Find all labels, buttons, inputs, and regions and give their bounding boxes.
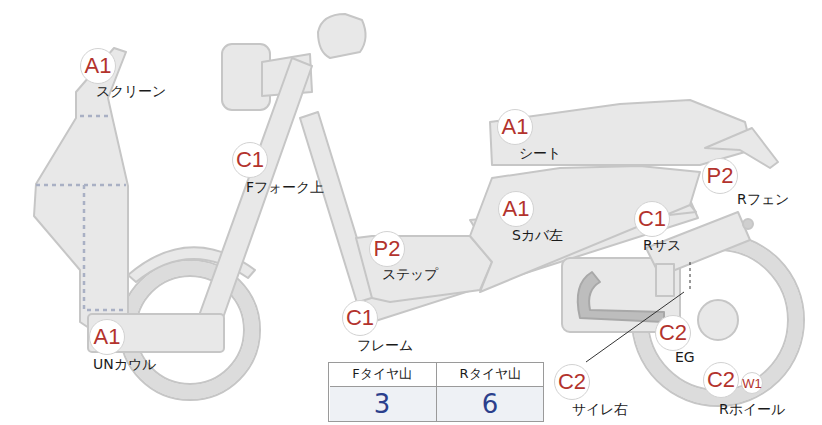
part-name: フレーム — [357, 338, 413, 353]
callout-node: A1シート — [497, 109, 533, 145]
frame-down-tube — [300, 112, 376, 306]
callout-node: A1Sカバ左 — [498, 191, 534, 227]
part-name: サイレ右 — [572, 402, 628, 417]
part-name: UNカウル — [93, 357, 156, 372]
callout-code: P2 — [702, 158, 738, 194]
shock-lower — [656, 264, 674, 296]
callout-code: A1 — [80, 48, 116, 84]
callout-code: A1 — [497, 109, 533, 145]
callout-code: C1 — [342, 300, 378, 336]
callout-node: C2サイレ右 — [554, 364, 590, 400]
callout-code: C1 — [634, 201, 670, 237]
callout-code: C2 — [554, 364, 590, 400]
callout-code: A1 — [498, 191, 534, 227]
leader-line — [690, 262, 691, 292]
rear-tire — [640, 242, 796, 398]
part-name: Rフェン — [737, 192, 789, 207]
table-header: Fタイヤ山 — [328, 362, 436, 386]
part-name: シート — [519, 146, 561, 161]
callout-code: A1 — [89, 319, 125, 355]
callout-node: C1Fフォーク上 — [232, 142, 268, 178]
callout-code: C2 — [655, 315, 691, 351]
table-value: 6 — [436, 386, 544, 422]
callout-node: W1 — [741, 372, 763, 394]
shock-mount — [743, 219, 753, 229]
callout-code: P2 — [369, 231, 405, 267]
callout-node: A1スクリーン — [80, 48, 116, 84]
callout-node: C1Rサス — [634, 201, 670, 237]
callout-node: C2Rホイール — [703, 362, 739, 398]
part-name: Rサス — [643, 238, 681, 253]
callout-code: C1 — [232, 142, 268, 178]
handlebar — [318, 14, 366, 58]
part-name: ステップ — [382, 267, 438, 282]
table-divider — [436, 362, 437, 422]
exhaust-pipe — [578, 272, 664, 322]
seat — [490, 100, 752, 165]
callout-code: C2 — [703, 362, 739, 398]
callout-node: C1フレーム — [342, 300, 378, 336]
callout-node: P2ステップ — [369, 231, 405, 267]
panel-seam — [36, 184, 126, 187]
part-name: Rホイール — [719, 402, 785, 417]
callout-node: A1UNカウル — [89, 319, 125, 355]
table-header: Rタイヤ山 — [436, 362, 544, 386]
panel-seam — [84, 185, 126, 310]
rear-hub — [698, 300, 738, 340]
callout-node: P2Rフェン — [702, 158, 738, 194]
callout-node: C2EG — [655, 315, 691, 351]
part-name: Fフォーク上 — [246, 180, 324, 195]
part-name: スクリーン — [96, 84, 166, 99]
panel-seam — [80, 115, 110, 118]
callout-code: W1 — [741, 372, 763, 394]
part-name: Sカバ左 — [512, 228, 563, 243]
part-name: EG — [675, 350, 695, 365]
table-value: 3 — [328, 386, 436, 422]
